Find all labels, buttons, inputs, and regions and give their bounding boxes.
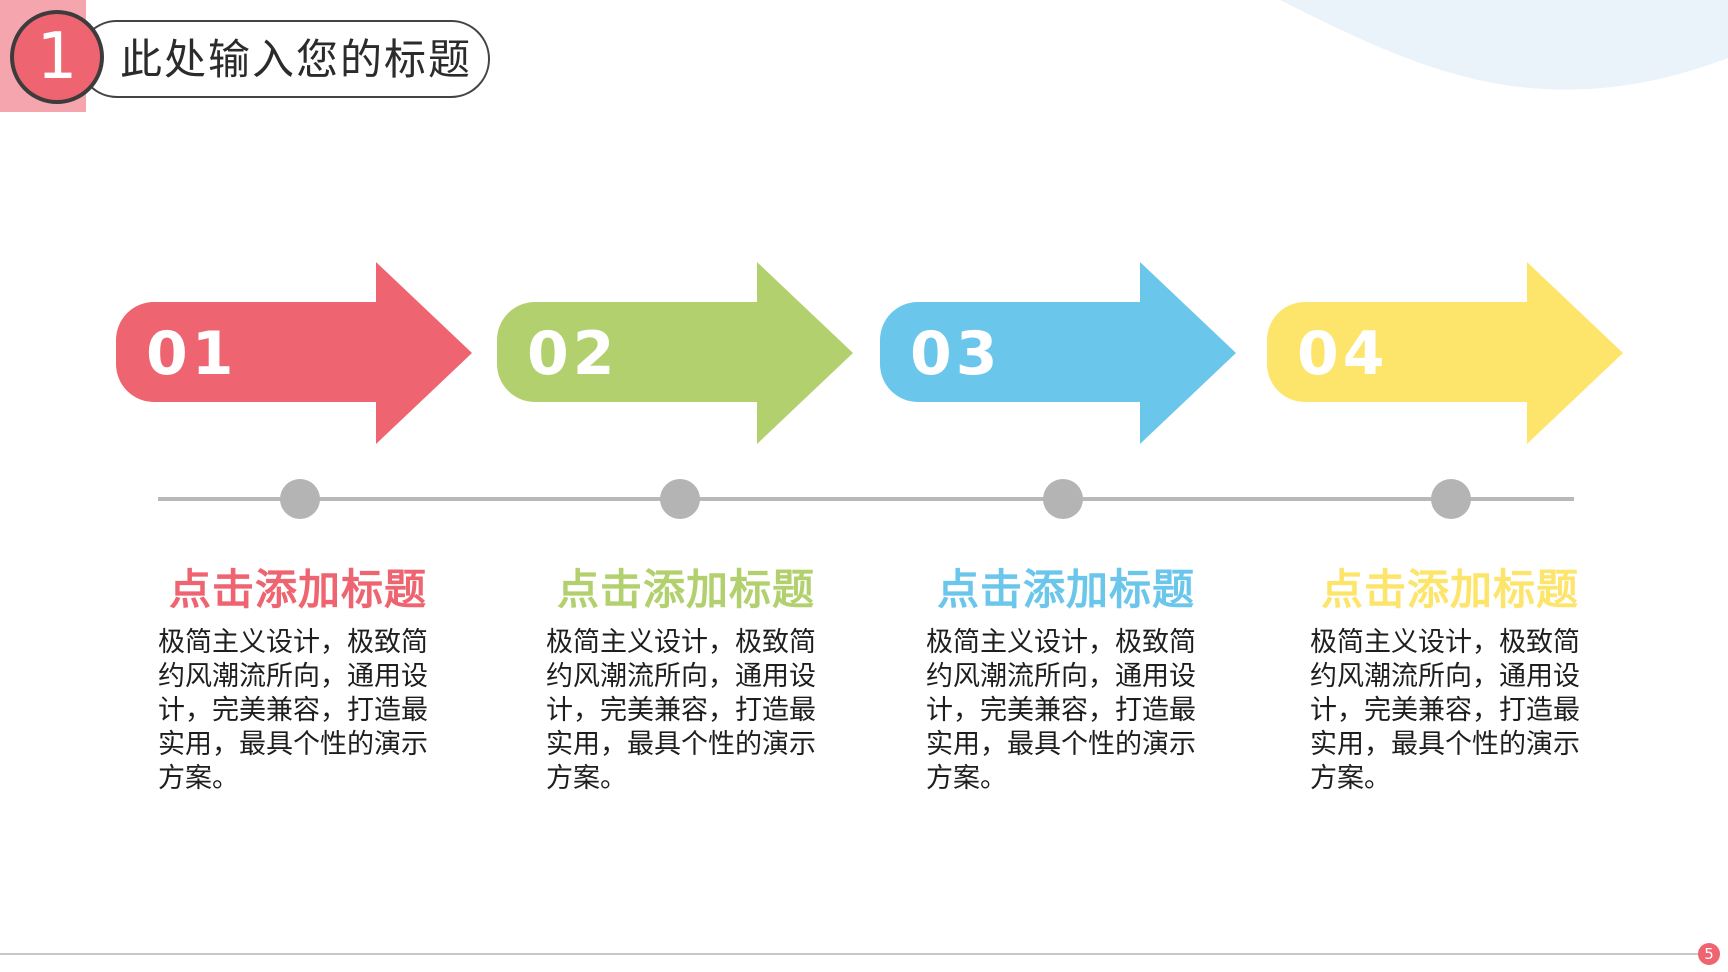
step-number-4: 04 <box>1297 319 1389 389</box>
step-number-1: 01 <box>146 319 238 389</box>
step-title-4[interactable]: 点击添加标题 <box>1320 565 1579 614</box>
step-title-2[interactable]: 点击添加标题 <box>556 565 815 614</box>
step-number-3: 03 <box>910 319 1002 389</box>
page-number-badge: 5 <box>1698 943 1720 965</box>
step-card-4: 点击添加标题 极简主义设计，极致简约风潮流所向，通用设计，完美兼容，打造最实用，… <box>1300 562 1600 796</box>
step-body-1[interactable]: 极简主义设计，极致简约风潮流所向，通用设计，完美兼容，打造最实用，最具个性的演示… <box>158 627 428 794</box>
step-arrow-3: 03 <box>880 262 1240 444</box>
background-wave <box>1280 0 1728 90</box>
page-title[interactable]: 此处输入您的标题 <box>120 35 473 84</box>
step-title-1[interactable]: 点击添加标题 <box>168 565 427 614</box>
timeline-dot-3 <box>1043 479 1083 519</box>
timeline-dot-2 <box>660 479 700 519</box>
step-body-4[interactable]: 极简主义设计，极致简约风潮流所向，通用设计，完美兼容，打造最实用，最具个性的演示… <box>1310 627 1580 794</box>
step-number-2: 02 <box>527 319 619 389</box>
step-card-2: 点击添加标题 极简主义设计，极致简约风潮流所向，通用设计，完美兼容，打造最实用，… <box>536 562 836 796</box>
step-title-3[interactable]: 点击添加标题 <box>936 565 1195 614</box>
timeline-dot-1 <box>280 479 320 519</box>
step-arrow-2: 02 <box>497 262 857 444</box>
step-body-2[interactable]: 极简主义设计，极致简约风潮流所向，通用设计，完美兼容，打造最实用，最具个性的演示… <box>546 627 816 794</box>
step-arrow-4: 04 <box>1267 262 1627 444</box>
step-card-1: 点击添加标题 极简主义设计，极致简约风潮流所向，通用设计，完美兼容，打造最实用，… <box>148 562 448 796</box>
timeline-line <box>158 497 1574 501</box>
section-number-badge: 1 <box>10 10 104 104</box>
timeline-dot-4 <box>1431 479 1471 519</box>
footer-divider <box>0 953 1700 955</box>
step-arrow-1: 01 <box>116 262 476 444</box>
section-header: 此处输入您的标题 1 <box>0 0 520 120</box>
step-card-3: 点击添加标题 极简主义设计，极致简约风潮流所向，通用设计，完美兼容，打造最实用，… <box>916 562 1216 796</box>
step-body-3[interactable]: 极简主义设计，极致简约风潮流所向，通用设计，完美兼容，打造最实用，最具个性的演示… <box>926 627 1196 794</box>
title-pill <box>78 20 490 98</box>
